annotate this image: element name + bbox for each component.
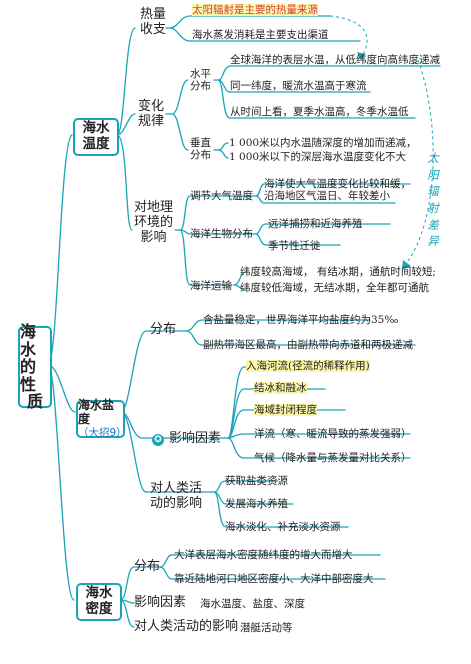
biology-distribution-label: 海洋生物分布 [190, 228, 253, 240]
salinity-badge: （大招9） [78, 426, 127, 439]
node-sea-temperature: 海水 温度 [73, 118, 119, 156]
human-item-desalination: 海水淡化、补充淡水资源 [225, 521, 341, 533]
root-line-3: 质 [26, 392, 43, 412]
root-node-seawater-properties: 海水 的性 质 [18, 322, 52, 412]
horizontal-distribution-label: 水平 分布 [190, 68, 211, 93]
node-sea-salinity: 海水盐度 （大招9） [76, 398, 127, 439]
density-human-label: 对人类活动的影响 [134, 619, 239, 634]
horizontal-item-current: 同一纬度，暖流水温高于寒流 [230, 80, 367, 92]
heat-balance-label: 热量 收支 [140, 7, 167, 37]
node-sea-salinity-title: 海水盐度 [78, 398, 115, 426]
density-distribution-label: 分布 [134, 559, 161, 574]
density-distribution-land: 靠近陆地河口地区密度小、大洋中部密度大 [174, 573, 374, 585]
node-sea-density-line2: 密度 [85, 601, 113, 617]
node-sea-density-line1: 海水 [85, 585, 113, 602]
node-sea-density: 海水 密度 [76, 583, 122, 621]
density-factors-label: 影响因素 [134, 595, 187, 610]
biology-item-migration: 季节性迁徙 [268, 240, 321, 252]
density-distribution-latitude: 大洋表层海水密度随纬度的增大而增大 [174, 549, 353, 561]
solar-radiation-difference-note: 太阳辐射差异 [427, 151, 439, 249]
arrowhead-icon [357, 52, 366, 60]
shipping-low-latitude: 纬度较低海域，无结冰期，全年都可通航 [240, 282, 429, 294]
salinity-factors-label: 影响因素 [169, 431, 222, 446]
density-human-text: 潜艇活动等 [240, 622, 293, 634]
climate-regulation-label: 调节大气温度 [190, 190, 253, 202]
factor-ocean-currents: 洋流（寒、暖流导致的蒸发强弱） [254, 428, 412, 440]
geo-influence-label: 对地理 环境的 影响 [134, 200, 174, 245]
salinity-distribution-label: 分布 [150, 322, 177, 337]
salinity-distribution-pattern: 副热带海区最高，由副热带向赤道和两极递减 [203, 339, 413, 351]
shipping-high-latitude: 纬度较高海域， 有结冰期，通航时间较短; [240, 266, 436, 278]
root-to-salinity [47, 364, 76, 413]
climate-effect-text: 海洋使大气温度变化比较和缓， 沿海地区气温日、年较差小 [264, 178, 411, 203]
density-factors-text: 海水温度、盐度、深度 [200, 598, 305, 610]
factor-ice: 结冰和融冰 [254, 382, 307, 395]
node-sea-temperature-line2: 温度 [82, 136, 110, 152]
vertical-distribution-label: 垂直 分布 [190, 137, 211, 162]
horizontal-item-season: 从时间上看，夏季水温高，冬季水温低 [230, 106, 409, 118]
node-sea-temperature-line1: 海水 [82, 120, 110, 137]
factor-river-runoff: 入海河流(径流的稀释作用) [246, 360, 370, 373]
change-pattern-label: 变化 规律 [138, 99, 165, 129]
human-item-aquaculture: 发展海水养殖 [225, 498, 288, 510]
factor-climate: 气候（降水量与蒸发量对比关系） [254, 452, 412, 464]
biology-item-fishing: 远洋捕捞和近海养殖 [268, 218, 363, 230]
factor-sea-enclosure: 海域封闭程度 [254, 404, 317, 417]
human-item-salt: 获取盐类资源 [225, 475, 288, 487]
vertical-item-shallow: 1 000米以内水温随深度的增加而递减， [229, 137, 417, 149]
vertical-item-deep: 1 000米以下的深层海水温度变化不大 [229, 151, 407, 163]
salinity-human-label: 对人类活 动的影响 [150, 481, 203, 511]
heat-expense-item: 海水蒸发消耗是主要支出渠道 [192, 29, 329, 41]
heat-source-item: 太阳辐射是主要的热量来源 [192, 4, 318, 17]
solar-difference-arrow [329, 15, 368, 57]
salinity-distribution-average: 含盐量稳定，世界海洋平均盐度约为35‰ [203, 314, 399, 326]
key-point-star-icon: ✪ [152, 434, 164, 446]
shipping-label: 海洋运输 [190, 280, 232, 292]
root-line-1: 海水 [20, 322, 37, 359]
root-line-2: 的性 [20, 357, 37, 394]
horizontal-item-latitude: 全球海洋的表层水温，从低纬度向高纬度递减 [230, 54, 440, 66]
